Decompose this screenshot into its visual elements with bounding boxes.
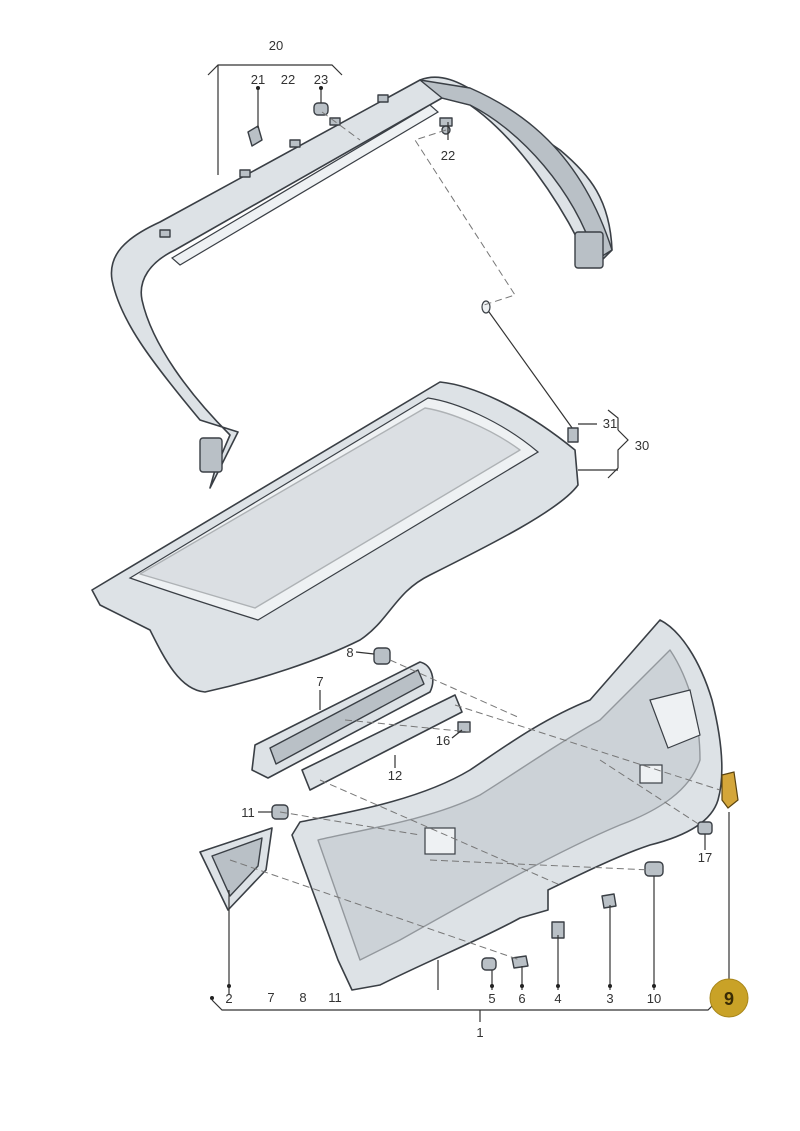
label-22-top: 22 xyxy=(281,72,295,87)
label-20: 20 xyxy=(269,38,283,53)
label-2: 2 xyxy=(225,991,232,1006)
label-16: 16 xyxy=(436,733,450,748)
label-8-top: 8 xyxy=(346,645,353,660)
handle-trim-7-part xyxy=(251,661,434,779)
label-23: 23 xyxy=(314,72,328,87)
insert-12-part xyxy=(301,694,463,791)
label-4: 4 xyxy=(554,991,561,1006)
clip-17-part xyxy=(697,821,713,835)
label-21: 21 xyxy=(251,72,265,87)
label-5: 5 xyxy=(488,991,495,1006)
clip-21-part xyxy=(247,125,263,147)
label-11-mid: 11 xyxy=(241,805,255,820)
badge-9-label: 9 xyxy=(724,989,734,1009)
label-7-bottom: 7 xyxy=(267,990,274,1005)
label-6: 6 xyxy=(518,991,525,1006)
clip-5-part xyxy=(481,957,497,971)
alignment-lines xyxy=(229,111,721,961)
label-12: 12 xyxy=(388,768,402,783)
clip-8-part xyxy=(373,647,391,665)
highlight-badge-9[interactable]: 9 xyxy=(709,978,749,1018)
clip-3-part xyxy=(601,893,617,909)
label-8-bottom: 8 xyxy=(299,990,306,1005)
part-labels: 20 21 22 23 22 31 30 8 7 16 12 11 17 2 7… xyxy=(225,38,712,1040)
upper-frame-trim xyxy=(110,76,613,489)
screw-16-part xyxy=(457,721,471,733)
plug-23-part xyxy=(313,102,329,116)
leader-lines xyxy=(207,64,730,1022)
label-11-bottom: 11 xyxy=(328,990,342,1005)
corner-trim xyxy=(199,827,273,911)
label-17: 17 xyxy=(698,850,712,865)
clip-10-part xyxy=(644,861,664,877)
parcel-shelf xyxy=(91,381,579,693)
label-7-top: 7 xyxy=(316,674,323,689)
tailgate-lower-trim xyxy=(291,619,723,991)
label-10: 10 xyxy=(647,991,661,1006)
label-3: 3 xyxy=(606,991,613,1006)
label-1: 1 xyxy=(476,1025,483,1040)
highlighted-clip-9-part xyxy=(721,771,739,809)
label-22-screw: 22 xyxy=(441,148,455,163)
label-31: 31 xyxy=(603,416,617,431)
label-30: 30 xyxy=(635,438,649,453)
